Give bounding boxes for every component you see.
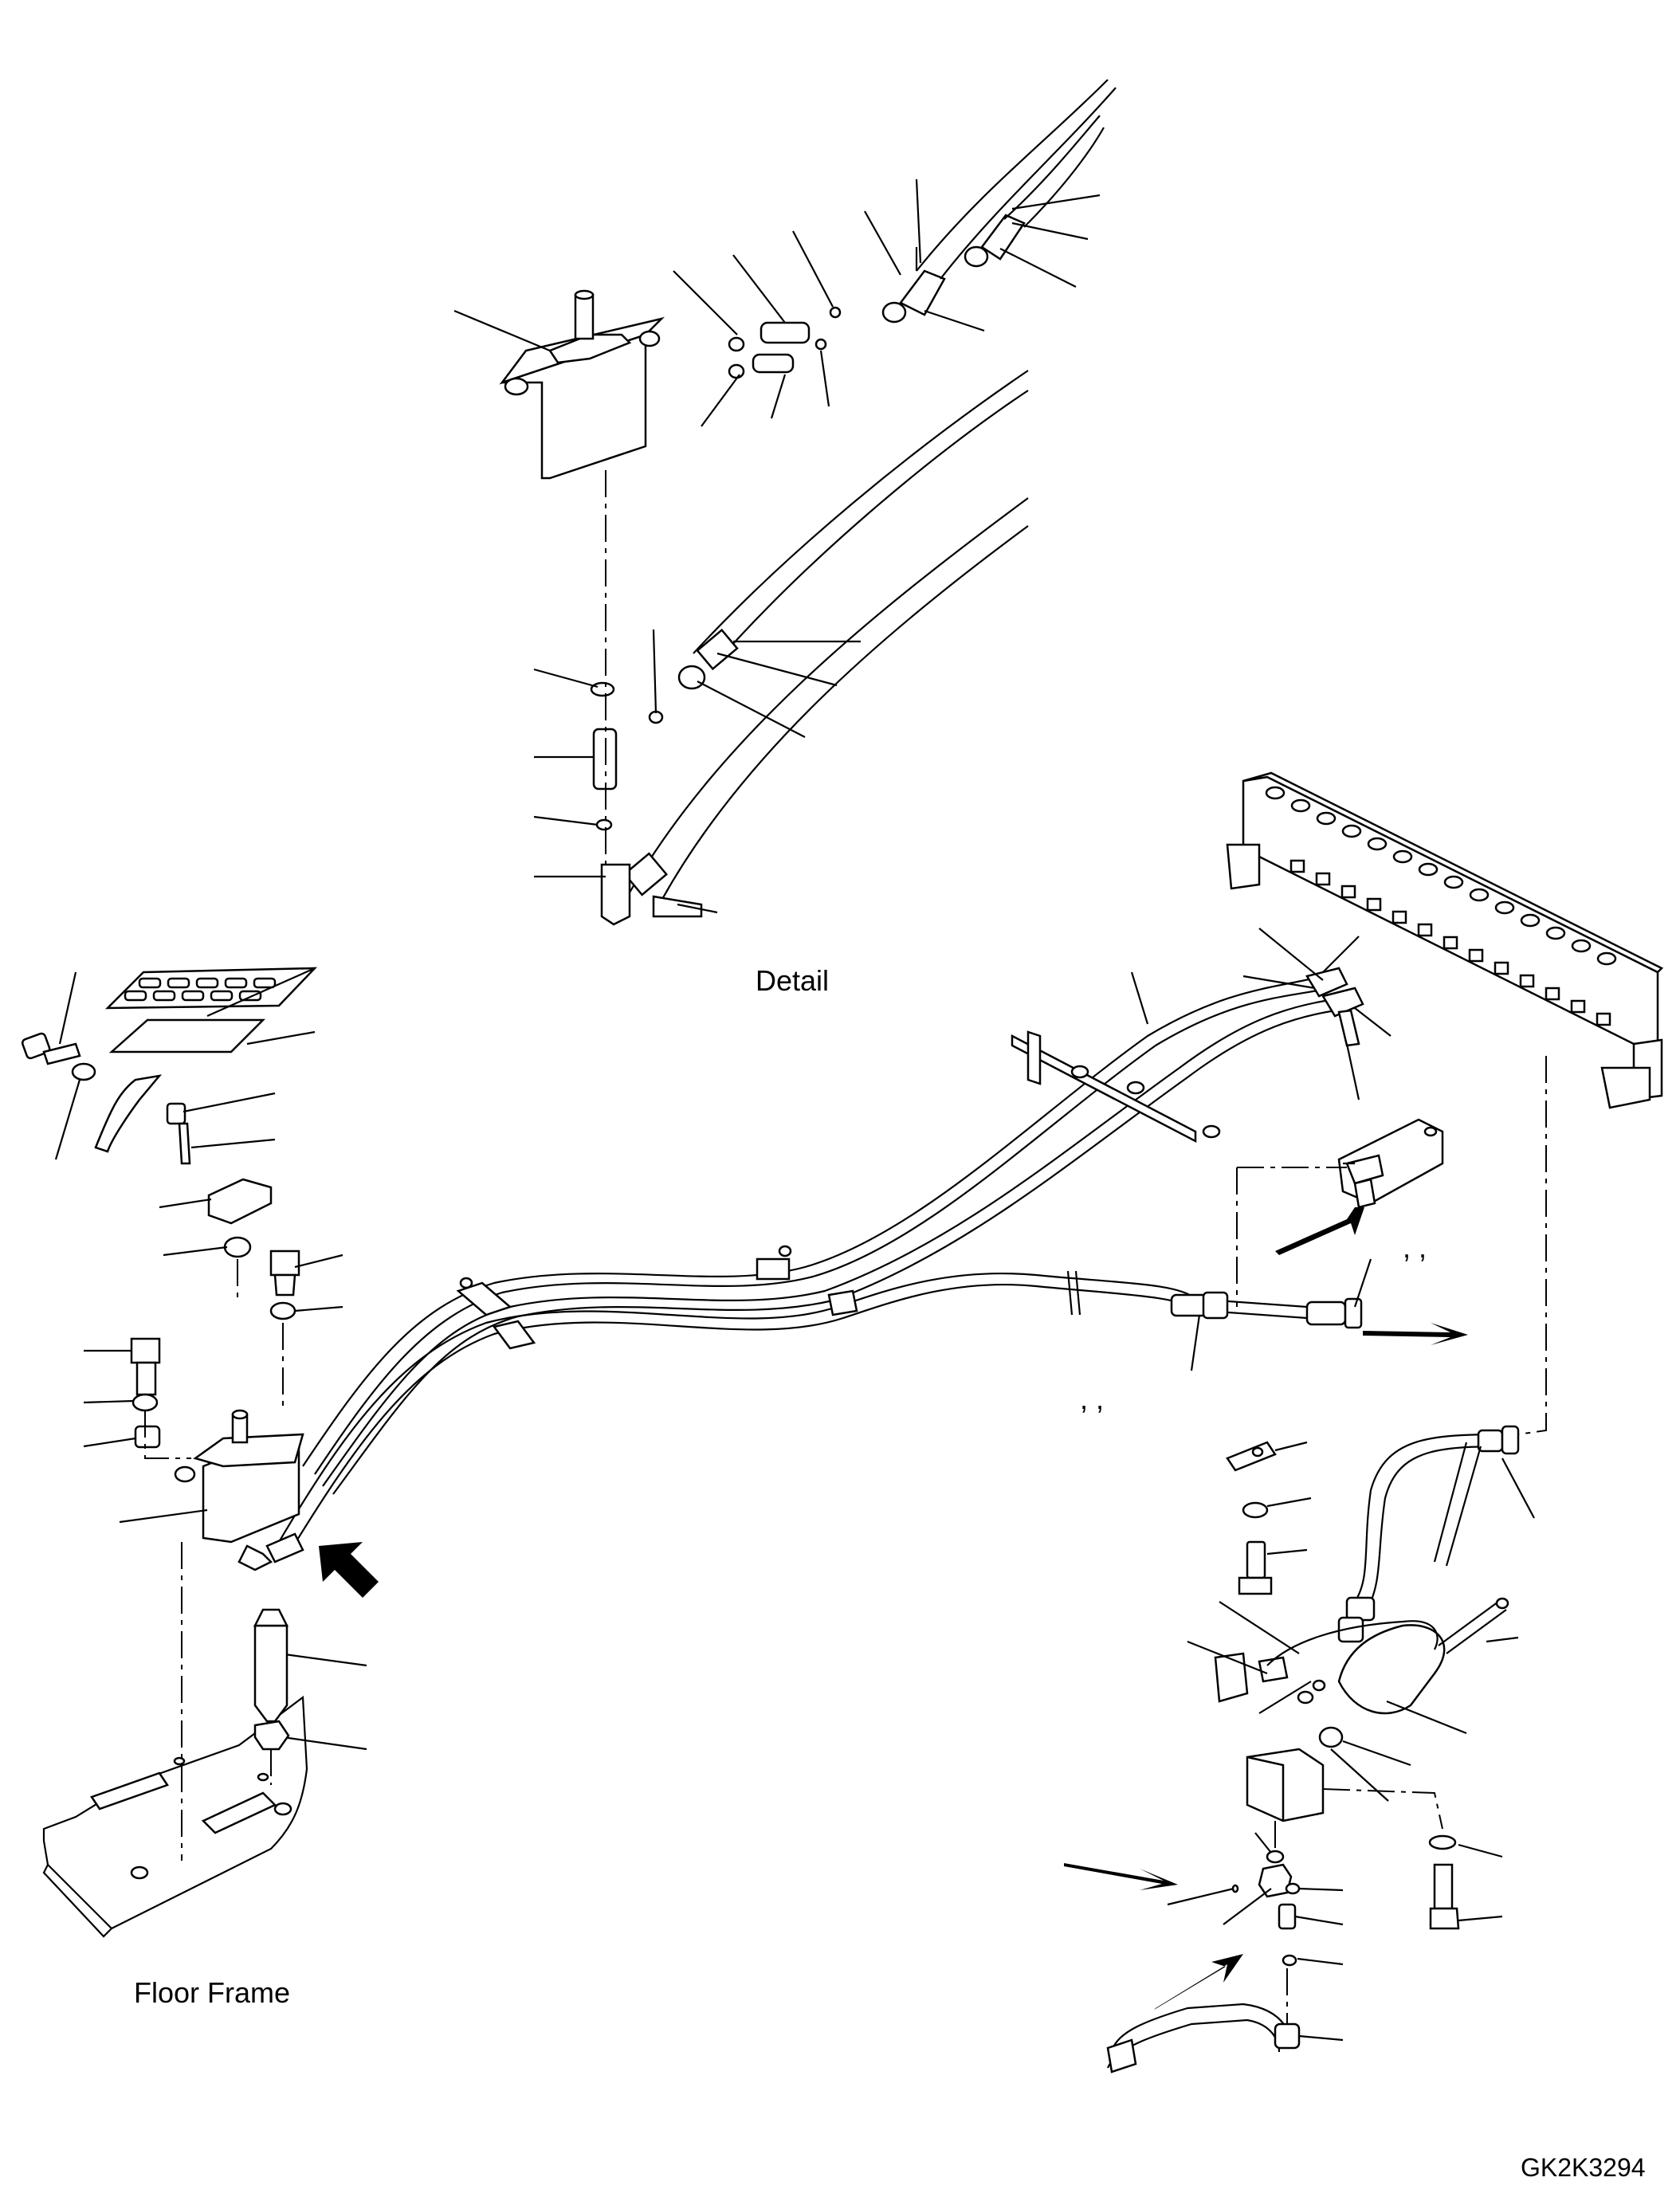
manifold-outlet-fitting [1545, 987, 1560, 1001]
pedal-pad-slot [238, 990, 262, 1002]
manifold-outlet-fitting [1468, 948, 1484, 963]
detail-caption: Detail [756, 964, 830, 997]
manifold-outlet-fitting [1519, 974, 1535, 988]
detail-pedal-valve [499, 289, 665, 480]
manifold-outlet-fitting [1366, 897, 1382, 912]
manifold-port [1265, 786, 1286, 800]
manifold-block [1226, 771, 1664, 1109]
direction-arrow-bottom-up [1154, 1954, 1243, 2010]
manifold-port [1494, 900, 1515, 915]
manifold-outlet-fitting [1443, 936, 1458, 950]
manifold-outlet-fitting [1315, 872, 1331, 886]
leader-lines-left [54, 967, 367, 1751]
manifold-port [1571, 939, 1592, 953]
manifold-port [1596, 951, 1617, 966]
manifold-port [1469, 888, 1490, 902]
manifold-port [1545, 926, 1566, 940]
pedal-pad-slot [195, 977, 219, 989]
pedal-pad-slot [152, 990, 176, 1002]
manifold-outlet-fitting [1289, 859, 1305, 873]
direction-arrow-hose-out [1363, 1323, 1468, 1345]
hose-brackets [456, 1030, 1221, 1350]
drawing-code: GK2K3294 [1521, 2153, 1646, 2182]
right-hose-assembly [1106, 1056, 1547, 2073]
pedal-pad-slot [138, 977, 162, 989]
pedal-assembly [21, 967, 317, 1459]
detail-hoses [600, 79, 1117, 926]
manifold-outlet-fitting [1596, 1012, 1611, 1026]
manifold-port [1418, 862, 1439, 877]
pedal-pad-slot [224, 977, 248, 989]
pedal-pad-slot [253, 977, 277, 989]
manifold-port [1341, 824, 1362, 838]
direction-arrow-bottom-left [1064, 1863, 1178, 1890]
pedal-valve-main [174, 1409, 304, 1571]
manifold-outlet-fitting [1340, 885, 1356, 899]
detail-leaders [453, 179, 1101, 914]
manifold-outlet-fitting [1494, 961, 1509, 975]
separator-commas-right: , , [1403, 1231, 1427, 1264]
separator-commas-mid: , , [1080, 1383, 1105, 1415]
main-hose-bundle [278, 967, 1364, 1555]
manifold-port [1316, 811, 1337, 826]
pedal-pad-slot [124, 990, 147, 1002]
manifold-port [1392, 849, 1413, 864]
manifold-outlet-fitting [1570, 999, 1586, 1014]
manifold-ports [1265, 786, 1617, 1026]
manifold-outlet-fitting [1417, 923, 1433, 937]
side-fitting [1236, 1118, 1444, 1307]
manifold-port [1520, 913, 1541, 928]
pedal-pad-slot [210, 990, 234, 1002]
pedal-pad-slot [181, 990, 205, 1002]
manifold-outlet-fitting [1391, 910, 1407, 924]
detail-lower-fitting [590, 470, 664, 865]
manifold-port [1290, 798, 1311, 813]
floor-frame [42, 1542, 308, 1938]
pedal-pad-slot [167, 977, 190, 989]
detail-fittings [728, 214, 1026, 379]
direction-arrow-right-upper [1275, 1207, 1364, 1255]
floor-frame-caption: Floor Frame [134, 1976, 291, 2009]
manifold-port [1367, 837, 1388, 851]
manifold-port [1443, 875, 1464, 889]
leader-lines-right [1130, 928, 1535, 2042]
direction-arrow-left [319, 1542, 379, 1598]
